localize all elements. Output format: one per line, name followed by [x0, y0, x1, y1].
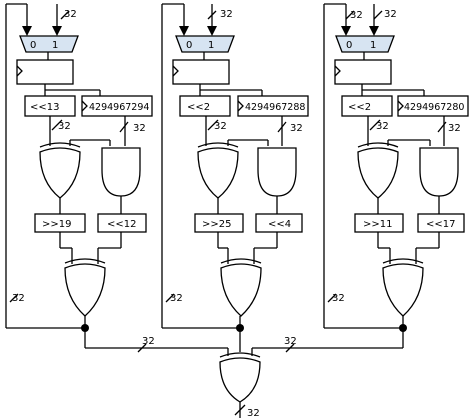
bus-width-label: 32 — [448, 123, 461, 134]
shift-left-box — [97, 213, 147, 233]
constant-label: 4294967294 — [89, 102, 149, 113]
shift-right-label: >>19 — [42, 219, 71, 230]
stage-3: 32 32 0 1 <<2 4294967280 32 32 >>11 — [323, 3, 469, 348]
constant-box — [81, 95, 153, 117]
mux — [19, 35, 79, 53]
shift-left-box — [179, 95, 231, 117]
and-gate — [419, 147, 459, 197]
bus-width-label: 32 — [290, 123, 303, 134]
shift-left-label: <<17 — [426, 219, 455, 230]
shift-left-box — [417, 213, 465, 233]
shift-left-box — [341, 95, 393, 117]
shift-left-label: <<2 — [187, 102, 210, 113]
constant-label: 4294967288 — [245, 102, 305, 113]
bus-width-label: 32 — [332, 293, 345, 304]
output-stage: 32 32 32 — [85, 336, 403, 419]
mux-input-1: 1 — [208, 40, 214, 51]
arrow-down-icon — [179, 26, 189, 36]
output-width-label: 32 — [247, 408, 260, 419]
bus-width-label: 32 — [58, 121, 71, 132]
and-gate — [101, 147, 141, 197]
shift-right-box — [194, 213, 244, 233]
constant-box — [237, 95, 309, 117]
constant-box — [397, 95, 469, 117]
arrow-down-icon — [341, 26, 351, 36]
stage-2: 32 0 1 <<2 4294967288 32 32 >>25 <<4 — [161, 3, 309, 352]
shift-right-box — [354, 213, 404, 233]
constant-label: 4294967280 — [404, 102, 464, 113]
mux-input-1: 1 — [370, 40, 376, 51]
xor-gate — [64, 263, 106, 317]
bus-width-label: 32 — [133, 123, 146, 134]
register — [16, 59, 74, 85]
stage-1: 32 0 1 <<13 4294967294 32 32 — [5, 3, 153, 348]
xor-gate — [220, 263, 262, 317]
bus-width-label: 32 — [142, 336, 155, 347]
shift-left-label: <<4 — [268, 219, 291, 230]
bus-width-label: 32 — [170, 293, 183, 304]
bus-width-label: 32 — [284, 336, 297, 347]
bus-width-label: 32 — [220, 9, 233, 20]
mux-input-0: 0 — [30, 40, 36, 51]
and-gate — [257, 147, 297, 197]
shift-right-label: >>11 — [363, 219, 392, 230]
shift-left-box — [255, 213, 303, 233]
or-gate — [357, 147, 399, 199]
shift-left-label: <<2 — [348, 102, 371, 113]
bus-width-label: 32 — [64, 9, 77, 20]
mux — [175, 35, 235, 53]
register — [172, 59, 230, 85]
bus-width-label: 32 — [214, 121, 227, 132]
or-gate — [197, 147, 239, 199]
arrow-down-icon — [207, 26, 217, 36]
bus-width-label: 32 — [384, 9, 397, 20]
bus-width-label: 32 — [12, 293, 25, 304]
register — [334, 59, 392, 85]
shift-left-label: <<13 — [30, 102, 59, 113]
or-gate — [39, 147, 81, 199]
mux-input-0: 0 — [186, 40, 192, 51]
mux-input-0: 0 — [346, 40, 352, 51]
shift-left-label: <<12 — [107, 219, 136, 230]
mux — [335, 35, 395, 53]
arrow-down-icon — [369, 26, 379, 36]
shift-right-label: >>25 — [202, 219, 231, 230]
bus-width-label: 32 — [376, 121, 389, 132]
arrow-down-icon — [52, 26, 62, 36]
mux-input-1: 1 — [52, 40, 58, 51]
arrow-down-icon — [22, 26, 32, 36]
bus-width-label: 32 — [350, 10, 363, 21]
xor-gate — [382, 263, 424, 317]
xor-gate — [219, 357, 261, 403]
